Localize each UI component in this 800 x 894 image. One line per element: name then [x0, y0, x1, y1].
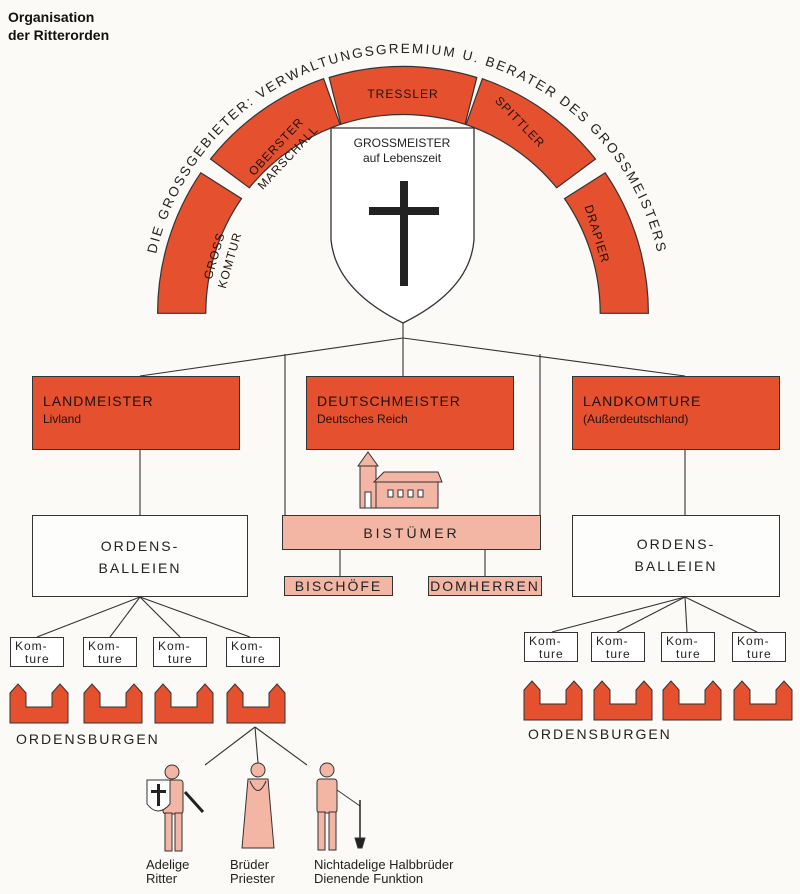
figure-caption-knight: Adelige Ritter	[146, 858, 189, 886]
title-line: der Ritterorden	[8, 27, 110, 43]
domherren-box: DOMHERREN	[428, 576, 542, 596]
svg-text:TRESSLER: TRESSLER	[367, 87, 438, 101]
box-subtitle: Deutsches Reich	[317, 412, 408, 426]
caption-line: Nichtadelige Halbbrüder	[314, 857, 454, 872]
komture-line: Kom-	[666, 634, 699, 648]
komture-box: Kom- ture	[732, 632, 786, 662]
balleien-line: BALLEIEN	[634, 558, 718, 574]
castle-icon-right	[523, 680, 793, 721]
balleien-box-right: ORDENS- BALLEIEN	[572, 515, 780, 597]
title-line: Organisation	[8, 9, 95, 25]
bischoefe-label: BISCHÖFE	[294, 578, 383, 594]
domherren-label: DOMHERREN	[430, 578, 540, 594]
komture-line: ture	[25, 652, 50, 666]
komture-line: Kom-	[88, 639, 121, 653]
caption-line: Priester	[230, 871, 275, 886]
balleien-box-left: ORDENS- BALLEIEN	[32, 515, 248, 597]
komture-box: Kom- ture	[661, 632, 715, 662]
komture-box: Kom- ture	[524, 632, 578, 662]
laborer-icon	[316, 762, 366, 851]
connector-lines	[36, 323, 758, 766]
grandmaster-subtitle: auf Lebenszeit	[362, 151, 442, 165]
komture-line: Kom-	[158, 639, 191, 653]
komture-box: Kom- ture	[10, 637, 64, 667]
komture-line: ture	[747, 647, 772, 661]
komture-line: Kom-	[596, 634, 629, 648]
komture-box: Kom- ture	[153, 637, 207, 667]
komture-line: Kom-	[15, 639, 48, 653]
figure-caption-laborer: Nichtadelige Halbbrüder Dienende Funktio…	[314, 858, 453, 886]
box-title: DEUTSCHMEISTER	[317, 393, 461, 409]
caption-line: Brüder	[230, 857, 270, 872]
box-title: LANDMEISTER	[43, 393, 154, 409]
box-subtitle: Livland	[43, 412, 82, 426]
komture-line: Kom-	[529, 634, 562, 648]
komture-line: ture	[241, 652, 266, 666]
komture-box: Kom- ture	[591, 632, 645, 662]
komture-line: ture	[168, 652, 193, 666]
ordensburgen-label-right: ORDENSBURGEN	[528, 726, 672, 742]
caption-line: Adelige	[146, 857, 190, 872]
bistuemer-label: BISTÜMER	[363, 525, 460, 541]
castle-icon-left	[9, 683, 286, 724]
knight-icon	[146, 764, 205, 852]
balleien-line: ORDENS-	[636, 536, 716, 552]
landkomture-box: LANDKOMTURE (Außerdeutschland)	[572, 376, 780, 450]
komture-line: ture	[98, 652, 123, 666]
grandmaster-label: GROSSMEISTER auf Lebenszeit	[332, 136, 472, 166]
priest-icon	[241, 762, 275, 849]
caption-line: Dienende Funktion	[314, 871, 424, 886]
office-segments	[156, 65, 650, 314]
komture-line: ture	[676, 647, 701, 661]
landmeister-box: LANDMEISTER Livland	[32, 376, 240, 450]
komture-line: ture	[606, 647, 631, 661]
komture-line: Kom-	[737, 634, 770, 648]
bistuemer-box: BISTÜMER	[282, 515, 541, 550]
komture-line: ture	[539, 647, 564, 661]
figure-caption-priest: Brüder Priester	[230, 858, 275, 886]
ordensburgen-label-left: ORDENSBURGEN	[16, 731, 160, 747]
komture-box: Kom- ture	[226, 637, 280, 667]
caption-line: Ritter	[146, 871, 178, 886]
balleien-line: BALLEIEN	[98, 560, 182, 576]
box-title: LANDKOMTURE	[583, 393, 702, 409]
page-title: Organisation der Ritterorden	[8, 8, 109, 44]
komture-line: Kom-	[231, 639, 264, 653]
komture-box: Kom- ture	[83, 637, 137, 667]
box-subtitle: (Außerdeutschland)	[583, 412, 689, 426]
church-icon	[357, 451, 443, 509]
bischoefe-box: BISCHÖFE	[284, 576, 393, 596]
office-label: TRESSLER	[367, 87, 438, 101]
balleien-line: ORDENS-	[100, 538, 180, 554]
cross-icon	[369, 181, 439, 286]
grandmaster-title: GROSSMEISTER	[353, 136, 451, 150]
deutschmeister-box: DEUTSCHMEISTER Deutsches Reich	[306, 376, 514, 450]
